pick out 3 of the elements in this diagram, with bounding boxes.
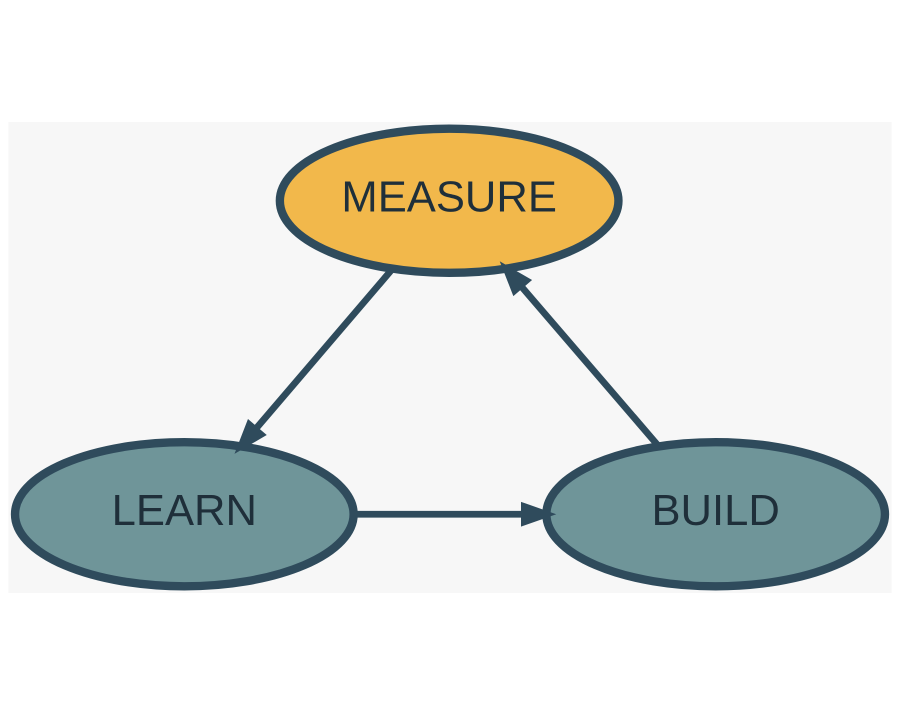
node-ellipse: BUILD <box>542 438 890 590</box>
node-ellipse: MEASURE <box>276 124 623 278</box>
node-ellipse: LEARN <box>10 438 358 590</box>
